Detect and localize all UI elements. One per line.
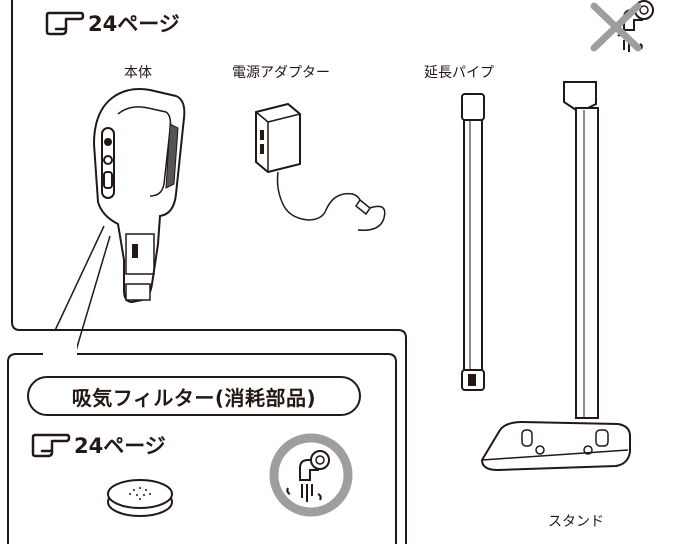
page-reference-filter: 24ページ <box>30 430 166 460</box>
label-stand: スタンド <box>548 514 604 530</box>
page-reference-filter-text: 24ページ <box>74 434 166 458</box>
page-reference-top: 24ページ <box>44 8 180 38</box>
stand-illustration <box>480 81 631 472</box>
label-extension-pipe: 延長パイプ <box>424 65 494 81</box>
water-wash-ok-icon <box>269 433 353 517</box>
pointing-hand-icon <box>45 11 85 36</box>
intake-filter-illustration <box>107 479 173 517</box>
label-power-adapter: 電源アダプター <box>232 65 330 81</box>
label-body: 本体 <box>124 65 152 81</box>
main-body-illustration <box>92 88 186 304</box>
filter-box-title: 吸気フィルター(消耗部品) <box>27 376 361 416</box>
power-adapter-illustration <box>255 102 386 231</box>
page-reference-top-text: 24ページ <box>88 12 180 36</box>
extension-pipe-illustration <box>461 93 485 391</box>
no-water-wash-icon <box>590 0 654 52</box>
pointing-hand-icon <box>31 433 71 458</box>
